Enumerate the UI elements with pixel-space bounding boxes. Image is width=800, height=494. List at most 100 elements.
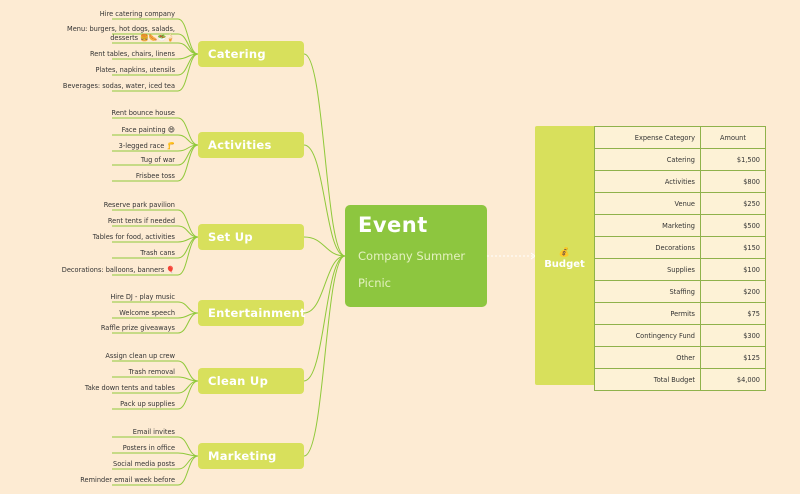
branch-activities[interactable]: Activities: [198, 132, 304, 158]
connector-line: [303, 236, 346, 257]
expense-category-cell: Catering: [594, 148, 701, 171]
leaf-item[interactable]: Hire catering company: [100, 10, 175, 18]
leaf-text: Decorations: balloons, banners: [61, 266, 165, 274]
leaf-item[interactable]: Pack up supplies: [120, 400, 175, 408]
leaf-text: Email invites: [132, 428, 175, 436]
leaf-item[interactable]: Email invites: [133, 428, 175, 436]
leaf-item[interactable]: Menu: burgers, hot dogs, salads,: [67, 25, 175, 33]
amount-cell: $250: [700, 192, 766, 215]
leaf-item[interactable]: Rent bounce house: [112, 109, 175, 117]
leaf-item[interactable]: Social media posts: [113, 460, 175, 468]
leaf-item[interactable]: 3-legged race🦵: [119, 142, 175, 150]
leaf-text: Tug of war: [140, 156, 175, 164]
emoji-icon: 🍔🌭🥗🍦: [140, 34, 175, 42]
leaf-item[interactable]: Take down tents and tables: [85, 384, 175, 392]
central-title: Event: [358, 213, 428, 237]
expense-category-cell: Other: [594, 346, 701, 369]
leaf-item[interactable]: Beverages: sodas, water, iced tea: [63, 82, 175, 90]
leaf-text: Reserve park pavilion: [103, 201, 175, 209]
amount-cell: $1,500: [700, 148, 766, 171]
central-subtitle: Company Summer Picnic: [358, 249, 466, 290]
leaf-text: Menu: burgers, hot dogs, salads,: [67, 25, 175, 33]
connector-line: [303, 255, 346, 382]
branch-catering[interactable]: Catering: [198, 41, 304, 67]
leaf-item[interactable]: Welcome speech: [119, 309, 175, 317]
table-row: Contingency Fund$300: [594, 324, 766, 347]
leaf-text: Face painting: [121, 126, 166, 134]
connector-line: [112, 376, 199, 382]
emoji-icon: 🦵: [166, 142, 175, 150]
amount-cell: $500: [700, 214, 766, 237]
leaf-item[interactable]: Decorations: balloons, banners🎈: [62, 266, 175, 274]
table-row: Total Budget$4,000: [594, 368, 766, 391]
table-row: Venue$250: [594, 192, 766, 215]
table-row: Catering$1,500: [594, 148, 766, 171]
leaf-text: Social media posts: [113, 460, 175, 468]
table-row: Permits$75: [594, 302, 766, 325]
leaf-item[interactable]: Rent tents if needed: [108, 217, 175, 225]
expense-category-cell: Staffing: [594, 280, 701, 303]
table-row: Activities$800: [594, 170, 766, 193]
leaf-item[interactable]: Trash cans: [140, 249, 175, 257]
table-row: Decorations$150: [594, 236, 766, 259]
leaf-item[interactable]: Plates, napkins, utensils: [95, 66, 175, 74]
leaf-text: Frisbee toss: [135, 172, 175, 180]
emoji-icon: 🎈: [166, 266, 175, 274]
expense-category-cell: Supplies: [594, 258, 701, 281]
expense-category-cell: Permits: [594, 302, 701, 325]
leaf-item[interactable]: Tug of war: [141, 156, 175, 164]
leaf-item[interactable]: Frisbee toss: [136, 172, 175, 180]
amount-cell: $150: [700, 236, 766, 259]
expense-category-cell: Decorations: [594, 236, 701, 259]
leaf-text: Reminder email week before: [80, 476, 175, 484]
leaf-item[interactable]: Raffle prize giveaways: [101, 324, 175, 332]
leaf-item[interactable]: Assign clean up crew: [105, 352, 175, 360]
table-row: Staffing$200: [594, 280, 766, 303]
leaf-item[interactable]: Hire DJ - play music: [110, 293, 175, 301]
leaf-item[interactable]: Posters in office: [123, 444, 175, 452]
connector-line: [303, 144, 346, 257]
leaf-item[interactable]: Rent tables, chairs, linens: [90, 50, 175, 58]
expense-category-cell: Venue: [594, 192, 701, 215]
amount-cell: $300: [700, 324, 766, 347]
table-row: Other$125: [594, 346, 766, 369]
leaf-item[interactable]: Tables for food, activities: [93, 233, 175, 241]
leaf-item[interactable]: Reminder email week before: [80, 476, 175, 484]
connector-line: [303, 255, 346, 457]
connector-line: [303, 255, 346, 314]
central-topic[interactable]: Event Company Summer Picnic: [345, 205, 487, 307]
leaf-text: Take down tents and tables: [84, 384, 175, 392]
money-bag-icon: 💰: [558, 248, 571, 258]
leaf-item[interactable]: Face painting😄: [122, 126, 175, 134]
emoji-icon: 😄: [167, 126, 175, 134]
table-row: Marketing$500: [594, 214, 766, 237]
leaf-text: Trash cans: [140, 249, 175, 257]
expense-category-cell: Total Budget: [594, 368, 701, 391]
leaf-text: Raffle prize giveaways: [100, 324, 175, 332]
branch-clean-up[interactable]: Clean Up: [198, 368, 304, 394]
header-category: Expense Category: [594, 126, 701, 149]
leaf-text: Plates, napkins, utensils: [95, 66, 175, 74]
leaf-text: Rent bounce house: [111, 109, 175, 117]
leaf-text: Trash removal: [128, 368, 175, 376]
leaf-text: desserts: [110, 34, 139, 42]
expense-category-cell: Activities: [594, 170, 701, 193]
leaf-item[interactable]: desserts🍔🌭🥗🍦: [110, 34, 175, 42]
leaf-item[interactable]: Reserve park pavilion: [104, 201, 175, 209]
amount-cell: $4,000: [700, 368, 766, 391]
amount-cell: $800: [700, 170, 766, 193]
branch-set-up[interactable]: Set Up: [198, 224, 304, 250]
connector-line: [112, 452, 199, 457]
table-header-row: Expense Category Amount: [594, 126, 766, 149]
leaf-text: Beverages: sodas, water, iced tea: [62, 82, 175, 90]
header-amount: Amount: [700, 126, 766, 149]
leaf-item[interactable]: Trash removal: [129, 368, 175, 376]
amount-cell: $125: [700, 346, 766, 369]
branch-marketing[interactable]: Marketing: [198, 443, 304, 469]
leaf-text: Hire catering company: [99, 10, 175, 18]
leaf-text: Rent tents if needed: [107, 217, 175, 225]
budget-node[interactable]: 💰 Budget: [535, 126, 594, 385]
leaf-text: 3-legged race: [118, 142, 165, 150]
branch-entertainment[interactable]: Entertainment: [198, 300, 305, 326]
